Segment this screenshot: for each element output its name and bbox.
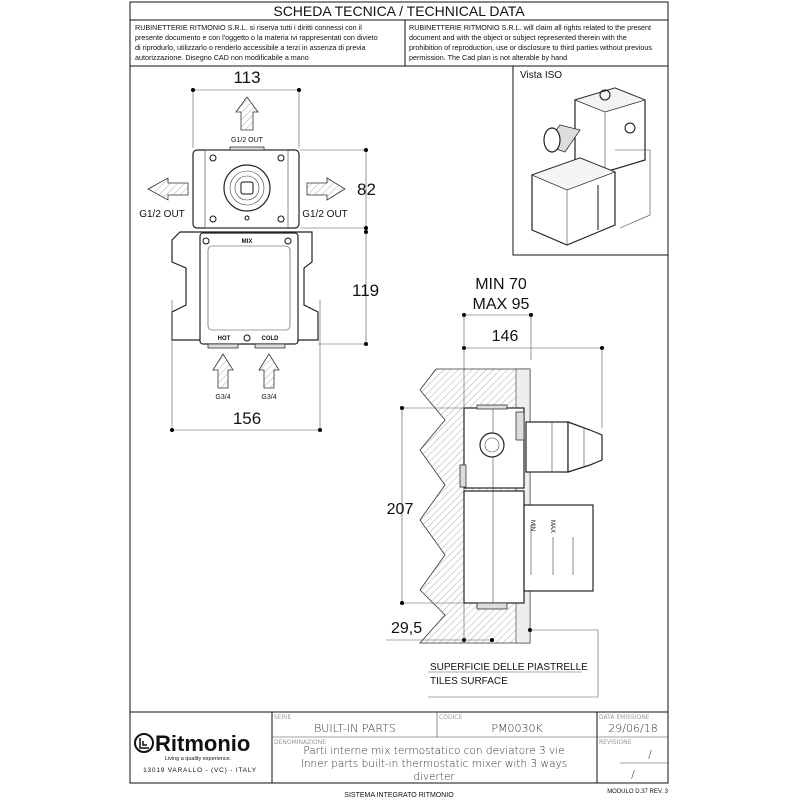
dim-156: 156 [233, 409, 261, 428]
notice-italian: RUBINETTERIE RITMONIO S.R.L. si riserva … [135, 23, 378, 62]
codice-value: PM0030K [491, 722, 543, 735]
label-mix: MIX [242, 239, 253, 245]
denominazione-label: DENOMINAZIONE [274, 739, 326, 746]
notice-line: prohibition of reproduction, use or disc… [409, 43, 652, 52]
title-block: Ritmonio Living a quality experience. 13… [130, 711, 668, 783]
dim-82: 82 [357, 180, 376, 199]
arrow-left-icon [147, 177, 189, 201]
system-label: SISTEMA INTEGRATO RITMONIO [344, 792, 454, 799]
dim-119: 119 [352, 281, 379, 300]
cover-max-label: MAX [549, 520, 555, 533]
ritmonio-logo: Ritmonio [134, 731, 250, 756]
dim-29-5: 29,5 [391, 620, 422, 637]
serie-value: BUILT-IN PARTS [314, 722, 396, 735]
notice-line: di riprodurlo, utilizzarlo o renderlo ac… [135, 43, 366, 52]
dim-113: 113 [233, 68, 260, 87]
arrow-up-hot-icon [212, 353, 234, 389]
tiles-label-en: TILES SURFACE [430, 676, 508, 687]
revisione-value: / [648, 748, 652, 761]
brand-address: 13019 VARALLO - (VC) - ITALY [143, 767, 257, 774]
codice-label: CODICE [439, 714, 462, 721]
revisione-label: REVISIONE [599, 739, 632, 746]
front-view: 113 G1/2 OUT G1/2 OUT G1/2 OUT 82 119 [139, 68, 379, 432]
notice-line: autorizzazione. Disegno CAD non modifica… [135, 53, 309, 62]
label-out-left: G1/2 OUT [139, 209, 185, 220]
dim-146: 146 [492, 328, 519, 345]
dim-min-70: MIN 70 [475, 276, 527, 293]
data-label: DATA EMISSIONE [599, 714, 650, 721]
description-en-2: diverter [413, 771, 455, 783]
side-view: MIN 70 MAX 95 146 MIN MAX [386, 276, 604, 698]
revisione-value-2: / [631, 768, 635, 781]
description-en: Inner parts built-in thermostatic mixer … [301, 758, 568, 770]
tiles-label-it: SUPERFICIE DELLE PIASTRELLE [430, 662, 588, 673]
iso-view: Vista ISO [512, 65, 669, 256]
brand-name: Ritmonio [155, 731, 250, 756]
arrow-up-icon [235, 96, 259, 131]
dim-207: 207 [387, 501, 414, 518]
cover-min-label: MIN [529, 520, 535, 531]
brand-tagline: Living a quality experience. [165, 756, 232, 762]
notice-english: RUBINETTERIE RITMONIO S.R.L. will claim … [409, 23, 652, 62]
notice-line: presente documento e con l'oggetto o la … [135, 33, 378, 42]
description-it: Parti interne mix termostatico con devia… [303, 745, 564, 757]
module-code: MODULO D.37 REV. 3 [607, 789, 668, 795]
label-inlet-hot: G3/4 [215, 394, 230, 401]
label-hot: HOT [218, 336, 231, 342]
iso-view-label: Vista ISO [520, 70, 562, 81]
notice-line: RUBINETTERIE RITMONIO S.R.L. will claim … [409, 23, 651, 32]
data-value: 29/06/18 [608, 722, 657, 735]
serie-label: SERIE [274, 714, 292, 721]
arrow-up-cold-icon [258, 353, 280, 389]
dim-max-95: MAX 95 [473, 296, 530, 313]
sheet-title: SCHEDA TECNICA / TECHNICAL DATA [273, 3, 525, 19]
notice-line: RUBINETTERIE RITMONIO S.R.L. si riserva … [135, 23, 362, 32]
notice-line: permission. The Cad plan is not alterabl… [409, 53, 567, 62]
label-out-right: G1/2 OUT [302, 209, 348, 220]
arrow-right-icon [306, 177, 346, 201]
label-out-top: G1/2 OUT [231, 137, 264, 144]
label-inlet-cold: G3/4 [261, 394, 276, 401]
label-cold: COLD [262, 336, 280, 342]
notice-line: document and with the object or subject … [409, 33, 627, 42]
